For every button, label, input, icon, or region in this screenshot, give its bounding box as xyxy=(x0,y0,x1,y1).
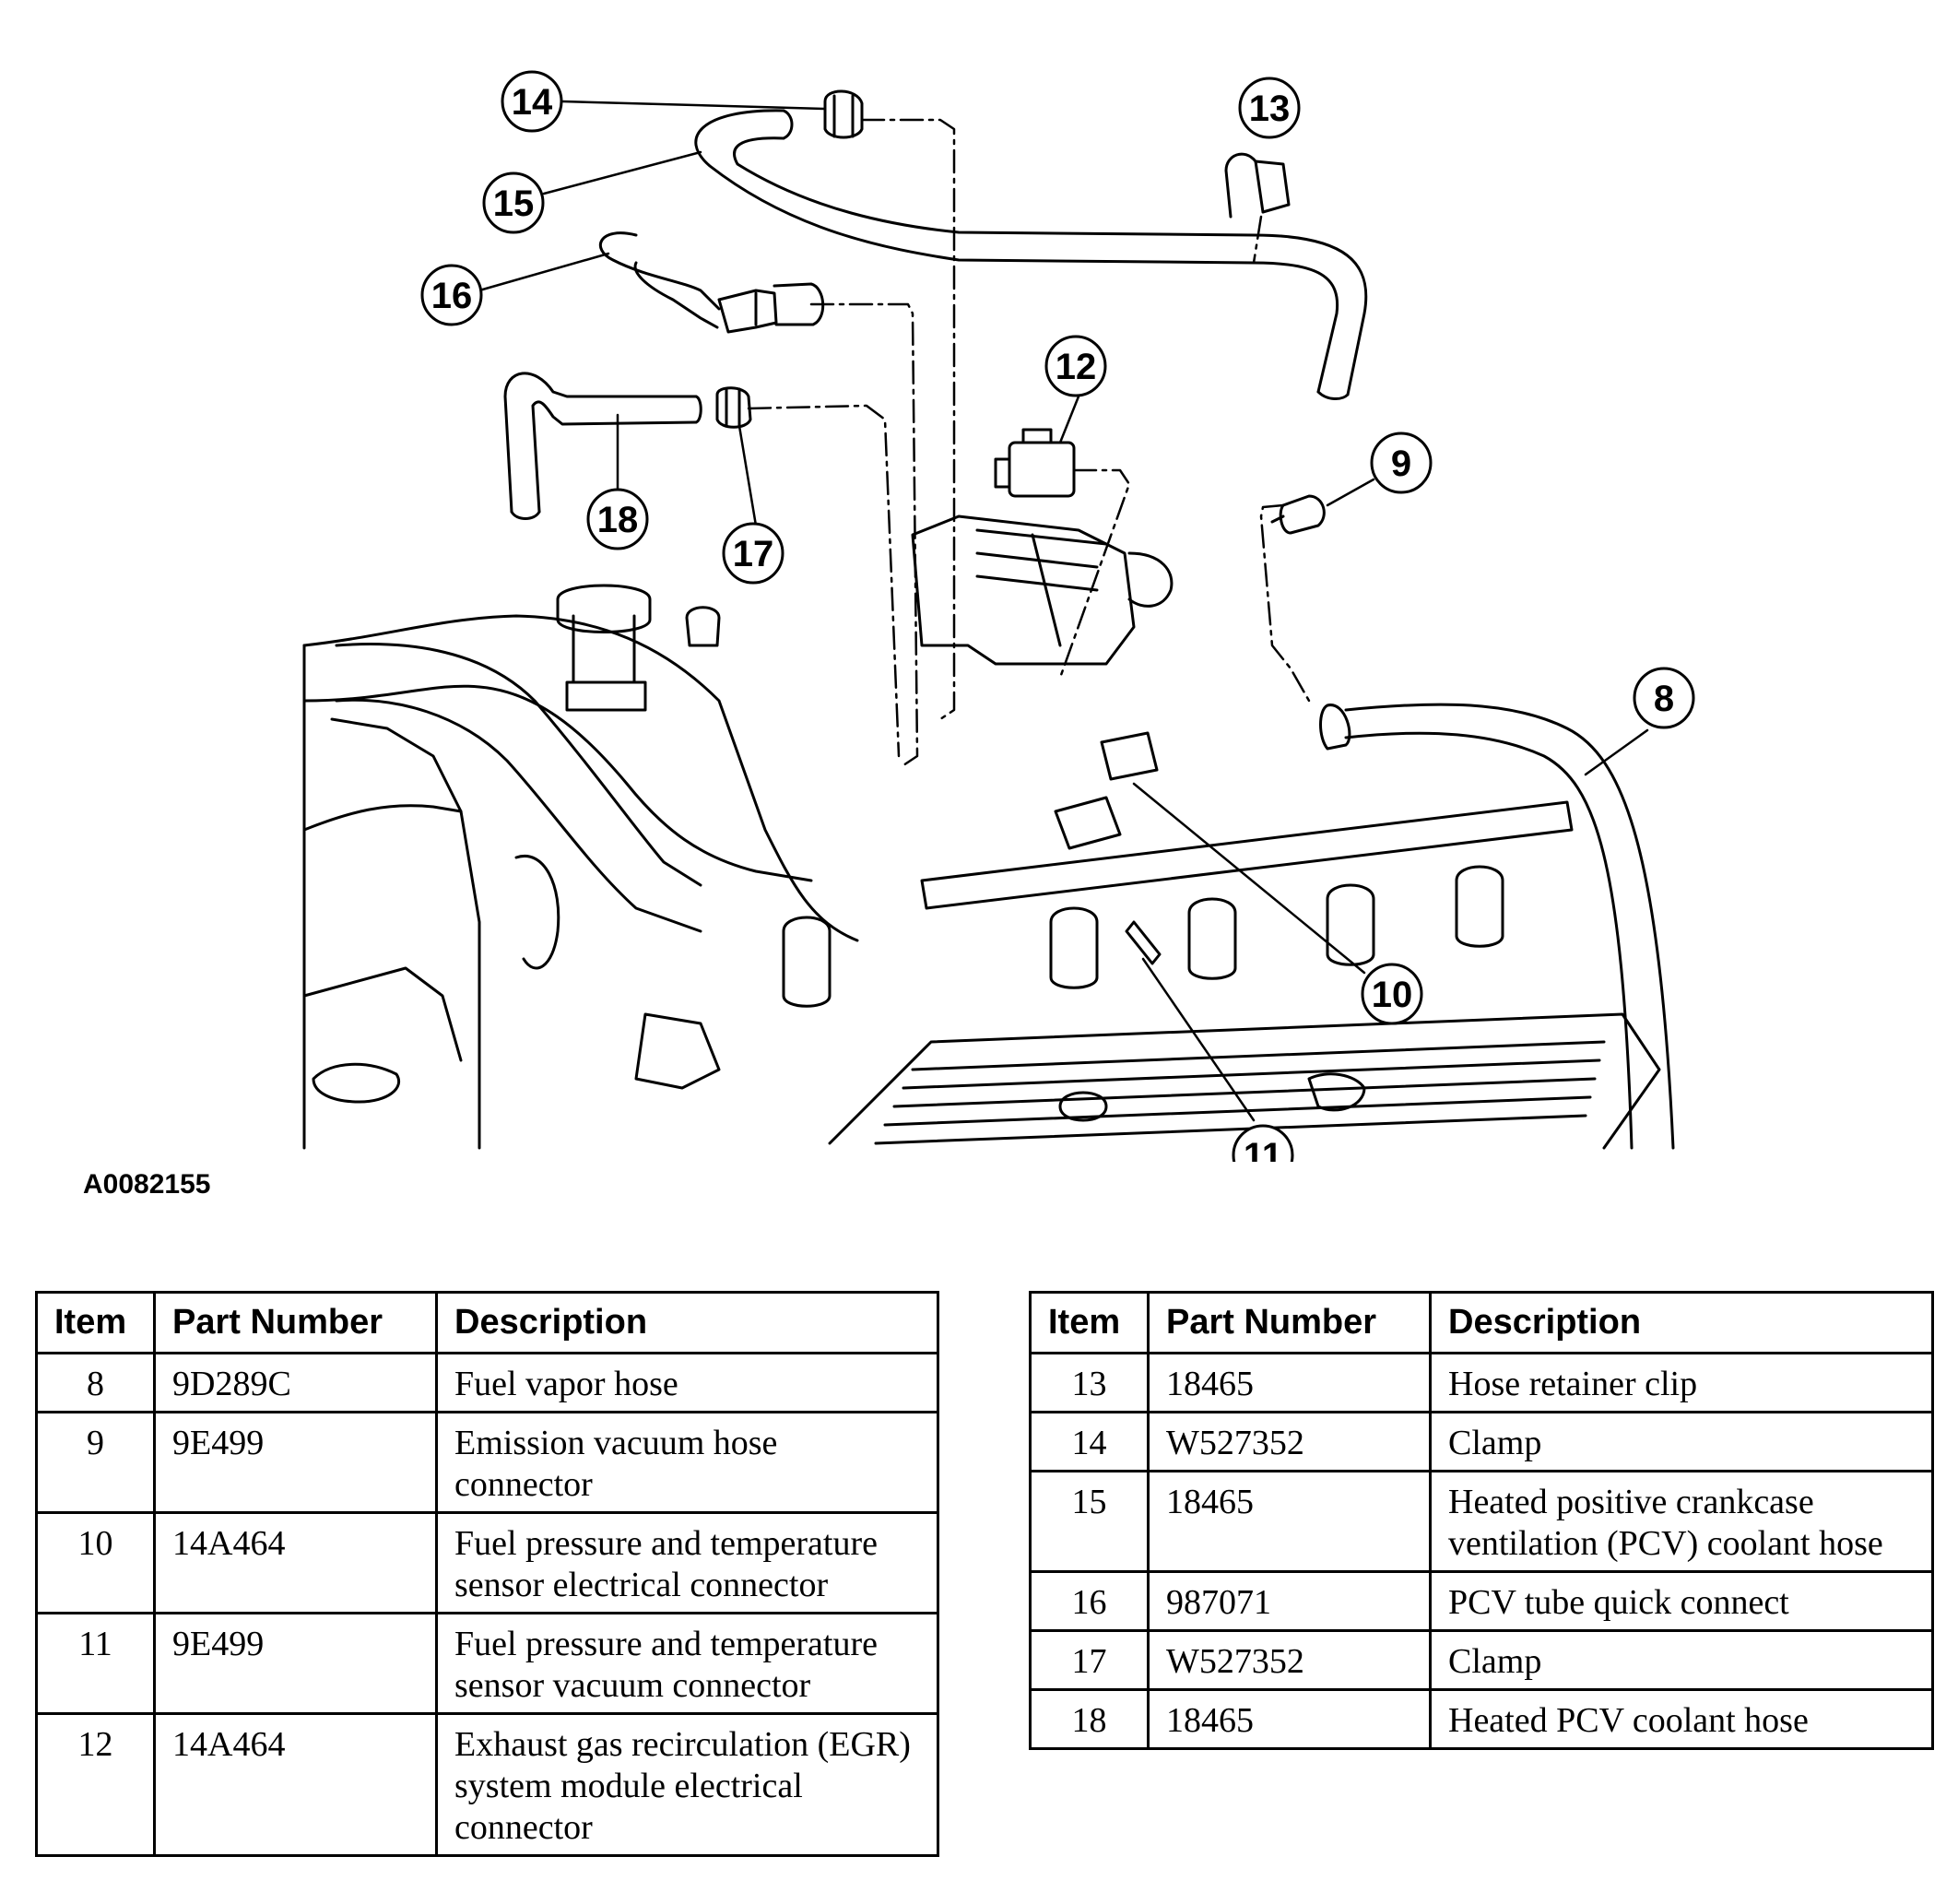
item-cell: 14 xyxy=(1029,1411,1150,1472)
table-row: 14 W527352 Clamp xyxy=(1029,1411,1934,1472)
table-row: 8 9D289C Fuel vapor hose xyxy=(35,1352,939,1413)
routing-lines xyxy=(747,118,1311,767)
callout-10: 10 xyxy=(1361,963,1423,1025)
svg-text:13: 13 xyxy=(1249,89,1291,129)
table-row: 15 18465 Heated positive crankcase venti… xyxy=(1029,1470,1934,1573)
figure-id: A0082155 xyxy=(83,1169,211,1200)
item-cell: 17 xyxy=(1029,1629,1150,1691)
table-row: 17 W527352 Clamp xyxy=(1029,1629,1934,1691)
table-row: 11 9E499 Fuel pressure and temperature s… xyxy=(35,1612,939,1715)
table-header-row: Item Part Number Description xyxy=(35,1291,939,1354)
part-number-cell: 987071 xyxy=(1147,1570,1432,1632)
svg-text:8: 8 xyxy=(1654,679,1674,719)
engine-body xyxy=(302,514,1675,1150)
part-number-cell: 14A464 xyxy=(153,1712,438,1857)
svg-text:18: 18 xyxy=(597,500,639,540)
description-cell: Emission vacuum hose connector xyxy=(435,1411,939,1514)
parts-table-left: Item Part Number Description 8 9D289C Fu… xyxy=(35,1291,939,1857)
description-cell: Exhaust gas recirculation (EGR) system m… xyxy=(435,1712,939,1857)
description-cell: Fuel vapor hose xyxy=(435,1352,939,1413)
callout-17: 17 xyxy=(722,522,784,585)
description-cell: Heated PCV coolant hose xyxy=(1429,1688,1934,1750)
svg-text:11: 11 xyxy=(1244,1136,1282,1162)
leader-lines xyxy=(478,100,1649,1122)
table-header-row: Item Part Number Description xyxy=(1029,1291,1934,1354)
table-row: 12 14A464 Exhaust gas recirculation (EGR… xyxy=(35,1712,939,1857)
description-cell: Clamp xyxy=(1429,1629,1934,1691)
pcv-tube-16 xyxy=(598,231,825,334)
table-row: 13 18465 Hose retainer clip xyxy=(1029,1352,1934,1413)
pcv-coolant-hose-15 xyxy=(694,109,1368,400)
table-row: 18 18465 Heated PCV coolant hose xyxy=(1029,1688,1934,1750)
item-cell: 18 xyxy=(1029,1688,1150,1750)
item-cell: 16 xyxy=(1029,1570,1150,1632)
part-number-cell: 14A464 xyxy=(153,1511,438,1614)
part-number-cell: 18465 xyxy=(1147,1688,1432,1750)
header-part-number: Part Number xyxy=(1147,1291,1432,1354)
svg-text:14: 14 xyxy=(512,82,553,123)
header-item: Item xyxy=(35,1291,156,1354)
part-number-cell: 18465 xyxy=(1147,1352,1432,1413)
callout-16: 16 xyxy=(420,264,483,326)
part-number-cell: W527352 xyxy=(1147,1411,1432,1472)
callout-14: 14 xyxy=(501,70,563,133)
header-description: Description xyxy=(435,1291,939,1354)
callout-9: 9 xyxy=(1370,432,1433,494)
parts-table-right: Item Part Number Description 13 18465 Ho… xyxy=(1029,1291,1934,1750)
callout-8: 8 xyxy=(1633,667,1695,729)
part-number-cell: 18465 xyxy=(1147,1470,1432,1573)
pcv-coolant-hose-18 xyxy=(503,372,752,520)
description-cell: Fuel pressure and temperature sensor vac… xyxy=(435,1612,939,1715)
emission-vacuum-connector-9 xyxy=(1270,494,1326,535)
callout-15: 15 xyxy=(482,171,545,234)
svg-text:10: 10 xyxy=(1372,975,1413,1015)
svg-text:9: 9 xyxy=(1391,443,1411,484)
engine-illustration: 14 15 16 18 17 13 12 9 8 10 11 xyxy=(302,70,1695,1162)
svg-text:12: 12 xyxy=(1056,347,1097,387)
hose-retainer-clip-13 xyxy=(1224,152,1291,219)
svg-text:16: 16 xyxy=(431,276,473,316)
callout-12: 12 xyxy=(1044,335,1107,397)
item-cell: 13 xyxy=(1029,1352,1150,1413)
item-cell: 11 xyxy=(35,1612,156,1715)
description-cell: Heated positive crankcase ventilation (P… xyxy=(1429,1470,1934,1573)
callout-11: 11 xyxy=(1232,1124,1294,1162)
callout-18: 18 xyxy=(586,488,649,550)
item-cell: 15 xyxy=(1029,1470,1150,1573)
description-cell: PCV tube quick connect xyxy=(1429,1570,1934,1632)
description-cell: Fuel pressure and temperature sensor ele… xyxy=(435,1511,939,1614)
svg-text:17: 17 xyxy=(733,534,774,574)
item-cell: 8 xyxy=(35,1352,156,1413)
svg-text:15: 15 xyxy=(493,183,535,224)
item-cell: 10 xyxy=(35,1511,156,1614)
part-number-cell: 9E499 xyxy=(153,1411,438,1514)
header-part-number: Part Number xyxy=(153,1291,438,1354)
description-cell: Clamp xyxy=(1429,1411,1934,1472)
header-description: Description xyxy=(1429,1291,1934,1354)
table-row: 10 14A464 Fuel pressure and temperature … xyxy=(35,1511,939,1614)
part-number-cell: 9E499 xyxy=(153,1612,438,1715)
table-row: 16 987071 PCV tube quick connect xyxy=(1029,1570,1934,1632)
item-cell: 12 xyxy=(35,1712,156,1857)
item-cell: 9 xyxy=(35,1411,156,1514)
clamp-14 xyxy=(823,89,864,139)
description-cell: Hose retainer clip xyxy=(1429,1352,1934,1413)
table-row: 9 9E499 Emission vacuum hose connector xyxy=(35,1411,939,1514)
part-number-cell: 9D289C xyxy=(153,1352,438,1413)
part-number-cell: W527352 xyxy=(1147,1629,1432,1691)
header-item: Item xyxy=(1029,1291,1150,1354)
callout-13: 13 xyxy=(1238,77,1301,139)
